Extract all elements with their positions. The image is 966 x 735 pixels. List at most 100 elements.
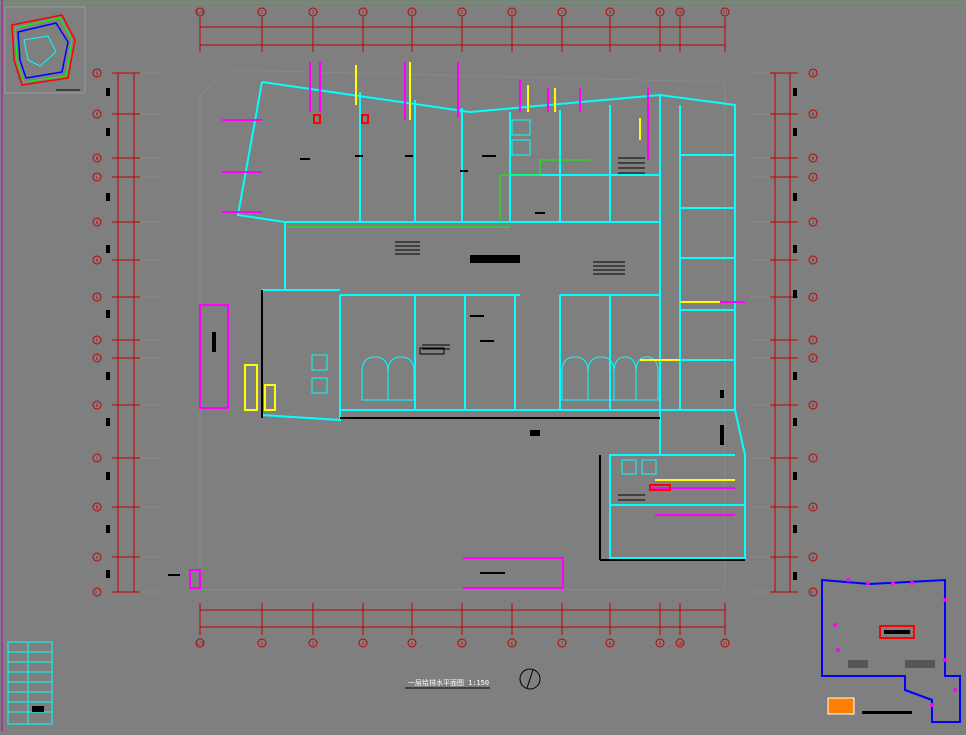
axis-bubble-bottom-10: 10	[675, 638, 685, 648]
svg-text:B: B	[812, 505, 815, 510]
axis-bubble-bottom-11: 11	[720, 638, 730, 648]
axis-bubble-right-8: H	[808, 255, 818, 265]
axis-bubble-left-12: P	[92, 109, 102, 119]
svg-text:Q: Q	[812, 71, 815, 76]
svg-text:Q: Q	[96, 71, 99, 76]
svg-text:B: B	[96, 505, 99, 510]
axis-bubble-left-5: E	[92, 353, 102, 363]
supply-pipes	[244, 62, 735, 481]
dimension-lines	[112, 17, 798, 635]
axis-bubble-bottom-1: 1	[257, 638, 267, 648]
axis-bubble-top-1: 1	[257, 7, 267, 17]
axis-bubble-left-4: D	[92, 400, 102, 410]
axis-bubble-top-5: 5	[457, 7, 467, 17]
axis-bubble-right-3: C	[808, 453, 818, 463]
svg-text:9: 9	[659, 10, 662, 15]
key-plan-thumbnail	[4, 6, 86, 94]
axis-bubble-right-9: J	[808, 217, 818, 227]
svg-text:M: M	[812, 156, 815, 161]
svg-text:P: P	[96, 112, 99, 117]
svg-text:8: 8	[609, 641, 612, 646]
drawing-scale: 1:150	[468, 679, 489, 687]
axis-bubble-top-2: 2	[308, 7, 318, 17]
svg-text:10: 10	[678, 10, 683, 15]
drawing-title-block: 一层给排水平面图 1:150	[405, 668, 541, 690]
svg-text:7: 7	[561, 641, 564, 646]
axis-bubble-left-9: K	[92, 217, 102, 227]
legend-table	[7, 641, 53, 725]
axis-bubble-left-2: B	[92, 502, 102, 512]
axis-bubble-top-6: 6	[507, 7, 517, 17]
drawing-title: 一层给排水平面图	[408, 678, 464, 687]
svg-text:A: A	[96, 555, 99, 560]
axis-bubble-right-6: F	[808, 335, 818, 345]
axis-bubble-bottom-7: 7	[557, 638, 567, 648]
svg-text:C: C	[96, 456, 99, 461]
axis-bubble-left-11: N	[92, 153, 102, 163]
svg-text:5: 5	[461, 641, 464, 646]
axis-bubble-bottom-4: 4	[407, 638, 417, 648]
axis-bubble-bottom-2: 2	[308, 638, 318, 648]
green-pipes	[285, 159, 590, 228]
svg-text:L: L	[96, 175, 99, 180]
axis-bubble-top-10: 10	[675, 7, 685, 17]
north-arrow-icon	[519, 668, 541, 690]
axis-bubble-top-11: 11	[720, 7, 730, 17]
axis-bubble-right-1: A	[808, 552, 818, 562]
svg-text:1/0: 1/0	[196, 10, 204, 15]
axis-bubble-left-6: F	[92, 335, 102, 345]
axis-bubble-right-0: A'	[808, 587, 818, 597]
svg-text:7: 7	[561, 10, 564, 15]
svg-text:A': A'	[811, 590, 816, 595]
svg-text:C: C	[812, 456, 815, 461]
axis-bubble-right-10: K	[808, 172, 818, 182]
axis-bubble-top-4: 4	[407, 7, 417, 17]
svg-text:J: J	[812, 220, 814, 225]
axis-bubble-right-4: D	[808, 400, 818, 410]
axis-bubble-left-3: C	[92, 453, 102, 463]
axis-bubble-left-0: A'	[92, 587, 102, 597]
svg-text:6: 6	[511, 641, 514, 646]
svg-text:2: 2	[312, 641, 315, 646]
axis-bubble-bottom-8: 8	[605, 638, 615, 648]
axis-bubble-bottom-3: 3	[358, 638, 368, 648]
svg-text:3: 3	[362, 10, 365, 15]
axis-bubble-left-13: Q	[92, 68, 102, 78]
axis-bubble-bottom-0: 1/0	[195, 638, 205, 648]
svg-text:A': A'	[95, 590, 100, 595]
svg-text:F: F	[812, 338, 815, 343]
svg-text:10: 10	[678, 641, 683, 646]
axis-bubble-left-8: H	[92, 255, 102, 265]
svg-text:H: H	[96, 258, 99, 263]
stair-fixtures	[311, 119, 659, 475]
annotation-tags	[168, 155, 724, 576]
axis-bubble-top-0: 1/0	[195, 7, 205, 17]
axis-bubble-right-13: Q	[808, 68, 818, 78]
svg-text:N: N	[812, 112, 815, 117]
svg-text:K: K	[96, 220, 99, 225]
axis-bubble-bottom-6: 6	[507, 638, 517, 648]
svg-text:8: 8	[609, 10, 612, 15]
axis-bubble-top-9: 9	[655, 7, 665, 17]
axis-bubble-left-7: G	[92, 292, 102, 302]
axis-bubble-left-1: A	[92, 552, 102, 562]
axis-bubble-top-3: 3	[358, 7, 368, 17]
axis-bubble-left-10: L	[92, 172, 102, 182]
axis-bubble-bottom-9: 9	[655, 638, 665, 648]
svg-text:E: E	[812, 356, 815, 361]
svg-text:D: D	[96, 403, 99, 408]
svg-text:H: H	[812, 258, 815, 263]
svg-text:1: 1	[261, 641, 264, 646]
svg-text:11: 11	[723, 10, 728, 15]
svg-text:G: G	[96, 295, 99, 300]
svg-text:N: N	[96, 156, 99, 161]
svg-text:9: 9	[659, 641, 662, 646]
axis-bubble-right-12: N	[808, 109, 818, 119]
svg-text:K: K	[812, 175, 815, 180]
key-plan-bottom-right	[821, 578, 961, 723]
interior-walls	[261, 290, 745, 561]
svg-text:G: G	[812, 295, 815, 300]
svg-text:5: 5	[461, 10, 464, 15]
